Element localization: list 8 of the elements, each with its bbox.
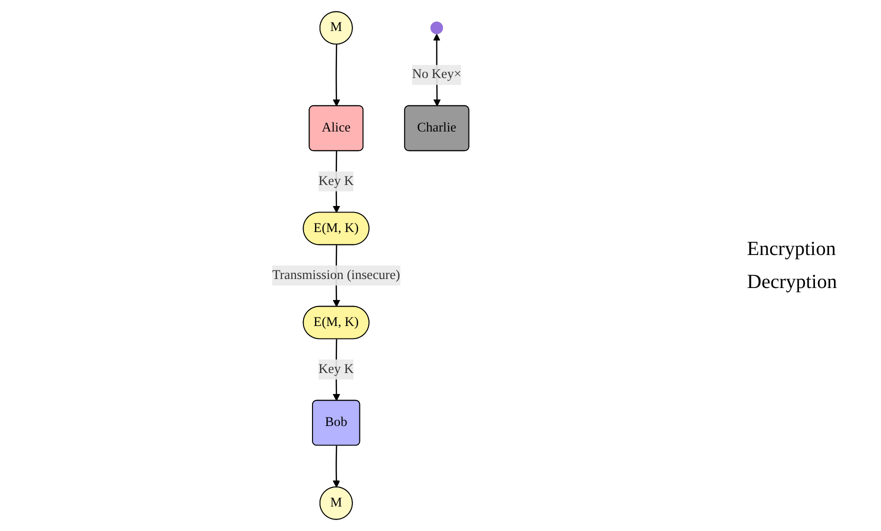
edge-note: Encryption <box>747 238 837 260</box>
edge-note: Decryption <box>747 270 838 294</box>
arrow <box>332 446 340 488</box>
arrow <box>332 44 340 106</box>
edge-label: Transmission (insecure) <box>272 268 400 282</box>
edge-label: No Key× <box>412 67 462 82</box>
edge-label: Key K <box>318 174 354 188</box>
edge-label: Key K <box>318 362 354 376</box>
